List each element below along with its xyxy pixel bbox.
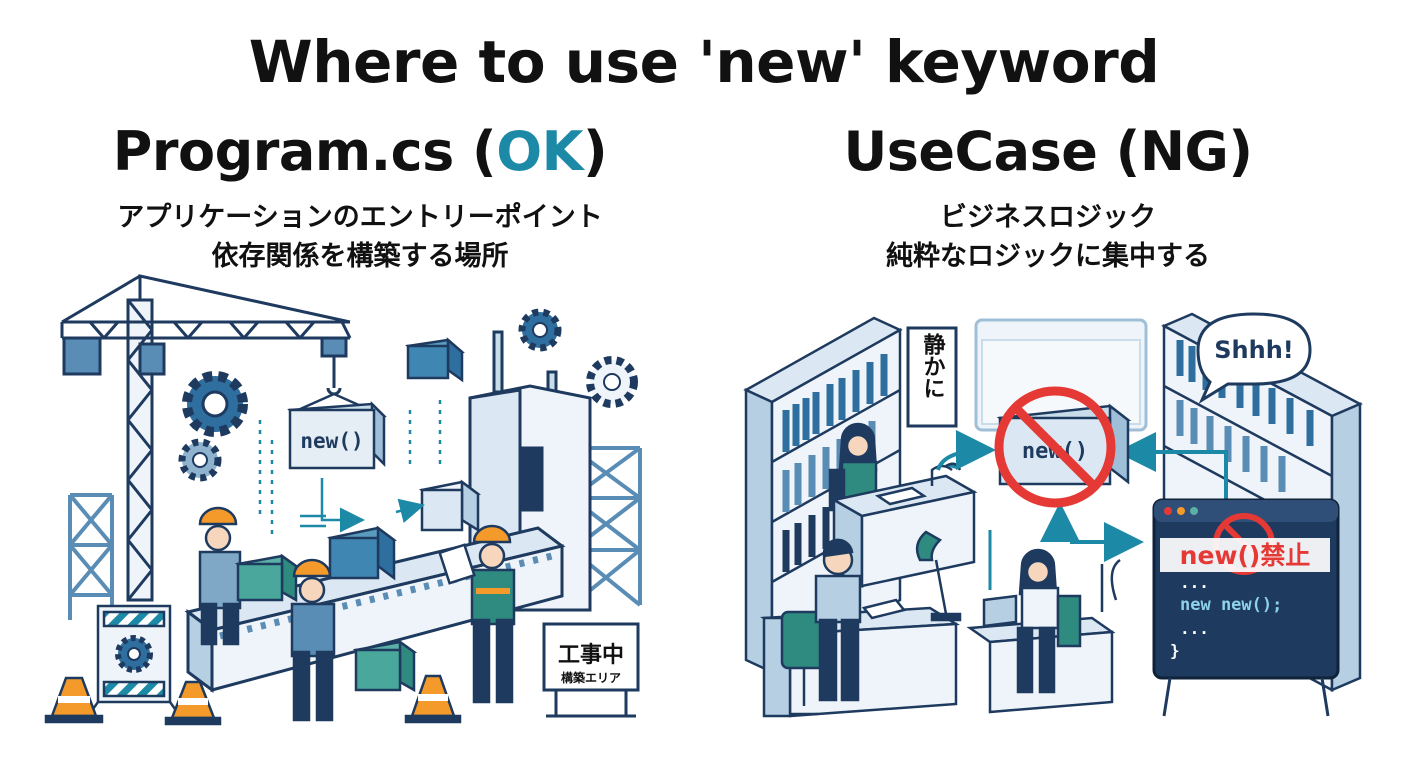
code-dots-1: ... <box>1180 573 1209 592</box>
right-heading: UseCase (NG) <box>843 120 1253 183</box>
left-subtitle: アプリケーションのエントリーポイント 依存関係を構築する場所 <box>20 198 700 276</box>
box-on-belt <box>419 479 481 533</box>
quiet-sign-text: 静かに <box>920 332 946 399</box>
prohibition-icon <box>994 386 1116 508</box>
gear-icon <box>178 438 222 482</box>
code-monitor: new()禁止 ... new new(); ... } <box>1152 498 1340 717</box>
worker-right <box>438 524 516 704</box>
gear-icon <box>182 371 248 437</box>
ok-status: OK <box>496 120 583 183</box>
desk-lamp-icon <box>915 530 962 622</box>
construction-scene: new() <box>44 274 642 726</box>
shh-text: Shhh! <box>1214 336 1294 364</box>
right-subtitle-line2: 純粋なロジックに集中する <box>886 241 1210 272</box>
code-dots-2: ... <box>1180 619 1209 638</box>
laptop-woman <box>982 548 1082 694</box>
new-box-label: new() <box>300 429 363 453</box>
prohibited-new-box: new() <box>994 386 1132 508</box>
code-line: new new(); <box>1180 595 1282 615</box>
gear-icon <box>586 356 638 408</box>
flow-arrows <box>258 400 442 540</box>
worker-middle <box>290 558 336 722</box>
reading-man <box>780 538 907 716</box>
traffic-cone-icon <box>164 680 222 726</box>
flow-arrows-right <box>936 430 1228 590</box>
left-heading: Program.cs (OK) <box>20 120 700 183</box>
crane-icon <box>60 274 352 602</box>
left-heading-prefix: Program.cs ( <box>112 120 497 183</box>
worker-left <box>198 506 242 646</box>
box-on-belt <box>327 525 397 581</box>
construction-sign: 工事中 構築エリア <box>542 622 640 718</box>
quiet-sign: 静かに <box>906 326 958 428</box>
right-subtitle-line1: ビジネスロジック <box>940 202 1156 233</box>
box-on-ground <box>352 639 418 693</box>
traffic-cone-icon <box>44 676 104 724</box>
code-brace: } <box>1170 641 1180 660</box>
banned-label: new()禁止 <box>1180 541 1311 570</box>
floating-box <box>405 337 465 383</box>
shh-speech-bubble: Shhh! <box>1196 312 1312 404</box>
right-subtitle: ビジネスロジック 純粋なロジックに集中する <box>708 198 1388 276</box>
sign-title: 工事中 <box>558 642 624 668</box>
gear-icon <box>518 308 562 352</box>
hanging-new-box: new() <box>287 392 387 470</box>
library-scene: 静かに Shhh! <box>743 312 1363 718</box>
main-title: Where to use 'new' keyword <box>248 28 1160 96</box>
traffic-cone-icon <box>404 674 462 724</box>
left-heading-suffix: ) <box>583 120 608 183</box>
left-subtitle-line2: 依存関係を構築する場所 <box>211 241 509 272</box>
left-subtitle-line1: アプリケーションのエントリーポイント <box>117 202 603 233</box>
wall-hook <box>1100 558 1121 612</box>
hazard-signboard <box>86 604 182 717</box>
box-carried <box>234 553 300 603</box>
sign-subtitle: 構築エリア <box>561 670 621 685</box>
scaffold-left <box>68 493 114 620</box>
